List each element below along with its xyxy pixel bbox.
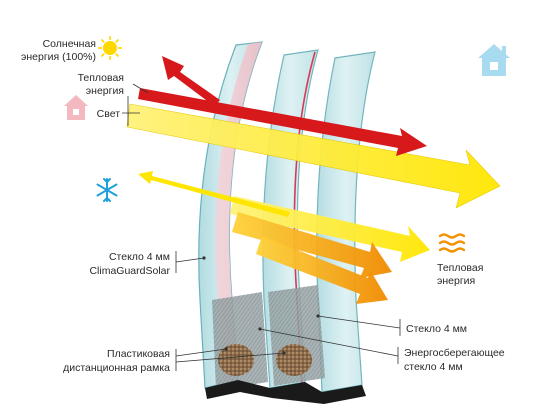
leader-spacer (175, 348, 227, 357)
label-thermal-line2: энергия (86, 85, 124, 97)
label-glass-clima-line2: ClimaGuardSolar (89, 265, 170, 277)
desiccant-left (218, 344, 254, 376)
house-icon-inside (478, 44, 510, 76)
orange-arrow-lower (256, 236, 388, 304)
energy-coating-line (293, 51, 316, 384)
label-thermal-right-line2: энергия (437, 275, 475, 287)
leader-glass-right (317, 315, 401, 329)
label-glass-right: Стекло 4 мм (406, 323, 467, 335)
heat-waves-icon (438, 233, 466, 253)
label-thermal-right-line1: Тепловая (437, 262, 483, 274)
orange-arrow-upper (232, 212, 392, 278)
label-solar-line2: энергия (100%) (21, 51, 96, 63)
leader-energy (259, 328, 399, 357)
desiccant-right (276, 344, 312, 376)
thermal-reflected-arrow (162, 56, 220, 106)
sealant-base (205, 380, 366, 404)
leader-spacer-b (175, 352, 285, 363)
light-reflected-arrow (138, 171, 290, 217)
light-arrow (126, 103, 501, 209)
leader-thermal (132, 83, 149, 94)
label-energy-line1: Энергосберегающее (404, 347, 505, 359)
label-light: Свет (97, 108, 121, 120)
sun-icon (98, 36, 122, 60)
label-spacer-line2: дистанционная рамка (63, 362, 170, 374)
snowflake-icon (96, 178, 118, 202)
label-energy-line2: стекло 4 мм (404, 361, 463, 373)
label-spacer-line1: Пластиковая (107, 348, 170, 360)
label-thermal-line1: Тепловая (78, 72, 124, 84)
leader-clima (175, 257, 205, 263)
house-icon (64, 95, 88, 120)
label-solar-line1: Солнечная (43, 38, 96, 50)
label-glass-clima-line1: Стекло 4 мм (109, 251, 170, 263)
thermal-arrow (138, 88, 427, 156)
